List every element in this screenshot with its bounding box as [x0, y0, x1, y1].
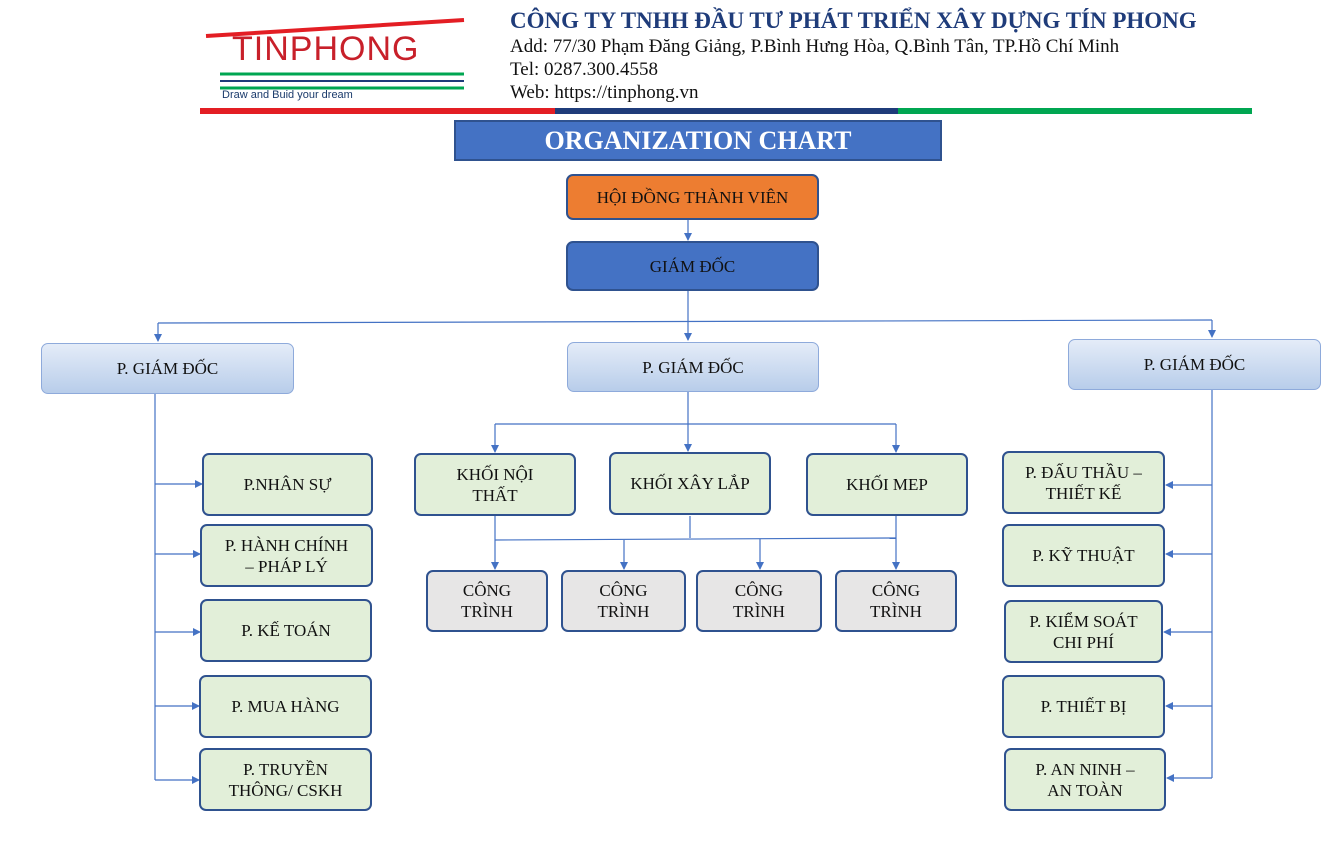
dept-bidding-design: P. ĐẤU THẦU – THIẾT KẾ	[1002, 451, 1165, 514]
dept-hr: P.NHÂN SỰ	[202, 453, 373, 516]
site-label: CÔNG TRÌNH	[733, 581, 785, 621]
dept-label: P. AN NINH – AN TOÀN	[1035, 759, 1135, 800]
dept-technical: P. KỸ THUẬT	[1002, 524, 1165, 587]
site-2: CÔNG TRÌNH	[561, 570, 686, 632]
company-name: CÔNG TY TNHH ĐẦU TƯ PHÁT TRIỂN XÂY DỰNG …	[510, 8, 1197, 33]
dept-label: P. HÀNH CHÍNH – PHÁP LÝ	[224, 535, 349, 576]
deputy-director-left: P. GIÁM ĐỐC	[41, 343, 294, 394]
block-label: KHỐI NỘI THẤT	[456, 464, 534, 505]
deputy-director-center: P. GIÁM ĐỐC	[567, 342, 819, 392]
director-node: GIÁM ĐỐC	[566, 241, 819, 291]
logo-graphic	[205, 18, 465, 90]
logo-tagline: Draw and Buid your dream	[222, 89, 353, 101]
dept-label: P. THIẾT BỊ	[1040, 697, 1127, 716]
logo-text: TINPHONG	[232, 30, 420, 68]
dept-purchasing: P. MUA HÀNG	[199, 675, 372, 738]
dept-label: P. KIỂM SOÁT CHI PHÍ	[1029, 611, 1138, 652]
dept-label: P. MUA HÀNG	[231, 697, 340, 716]
council-label: HỘI ĐỒNG THÀNH VIÊN	[596, 187, 789, 207]
dept-communications: P. TRUYỀN THÔNG/ CSKH	[199, 748, 372, 811]
dept-label: P. KẾ TOÁN	[241, 621, 331, 640]
block-mep: KHỐI MEP	[806, 453, 968, 516]
dept-label: P. TRUYỀN THÔNG/ CSKH	[228, 759, 343, 800]
dept-label: P. ĐẤU THẦU – THIẾT KẾ	[1025, 462, 1142, 503]
council-node: HỘI ĐỒNG THÀNH VIÊN	[566, 174, 819, 220]
deputy-director-right: P. GIÁM ĐỐC	[1068, 339, 1321, 390]
block-construction: KHỐI XÂY LẮP	[609, 452, 771, 515]
site-4: CÔNG TRÌNH	[835, 570, 957, 632]
site-label: CÔNG TRÌNH	[870, 581, 922, 621]
site-label: CÔNG TRÌNH	[461, 581, 513, 621]
header-rule-green	[898, 108, 1252, 114]
company-address: Add: 77/30 Phạm Đăng Giảng, P.Bình Hưng …	[510, 36, 1120, 57]
dept-cost-control: P. KIỂM SOÁT CHI PHÍ	[1004, 600, 1163, 663]
deputy-label: P. GIÁM ĐỐC	[116, 359, 219, 378]
company-web: Web: https://tinphong.vn	[510, 82, 699, 103]
header-rule-navy	[555, 108, 898, 114]
director-label: GIÁM ĐỐC	[649, 256, 736, 276]
header-rule-red	[200, 108, 555, 114]
block-interior: KHỐI NỘI THẤT	[414, 453, 576, 516]
company-tel: Tel: 0287.300.4558	[510, 59, 659, 80]
block-label: KHỐI XÂY LẮP	[630, 474, 750, 493]
site-1: CÔNG TRÌNH	[426, 570, 548, 632]
dept-accounting: P. KẾ TOÁN	[200, 599, 372, 662]
dept-equipment: P. THIẾT BỊ	[1002, 675, 1165, 738]
dept-label: P. KỸ THUẬT	[1032, 546, 1135, 565]
dept-admin-legal: P. HÀNH CHÍNH – PHÁP LÝ	[200, 524, 373, 587]
dept-label: P.NHÂN SỰ	[243, 475, 332, 494]
dept-security-safety: P. AN NINH – AN TOÀN	[1004, 748, 1166, 811]
chart-title: ORGANIZATION CHART	[454, 120, 942, 161]
block-label: KHỐI MEP	[846, 475, 928, 494]
deputy-label: P. GIÁM ĐỐC	[642, 357, 744, 377]
site-label: CÔNG TRÌNH	[597, 581, 650, 621]
site-3: CÔNG TRÌNH	[696, 570, 822, 632]
deputy-label: P. GIÁM ĐỐC	[1143, 355, 1246, 374]
